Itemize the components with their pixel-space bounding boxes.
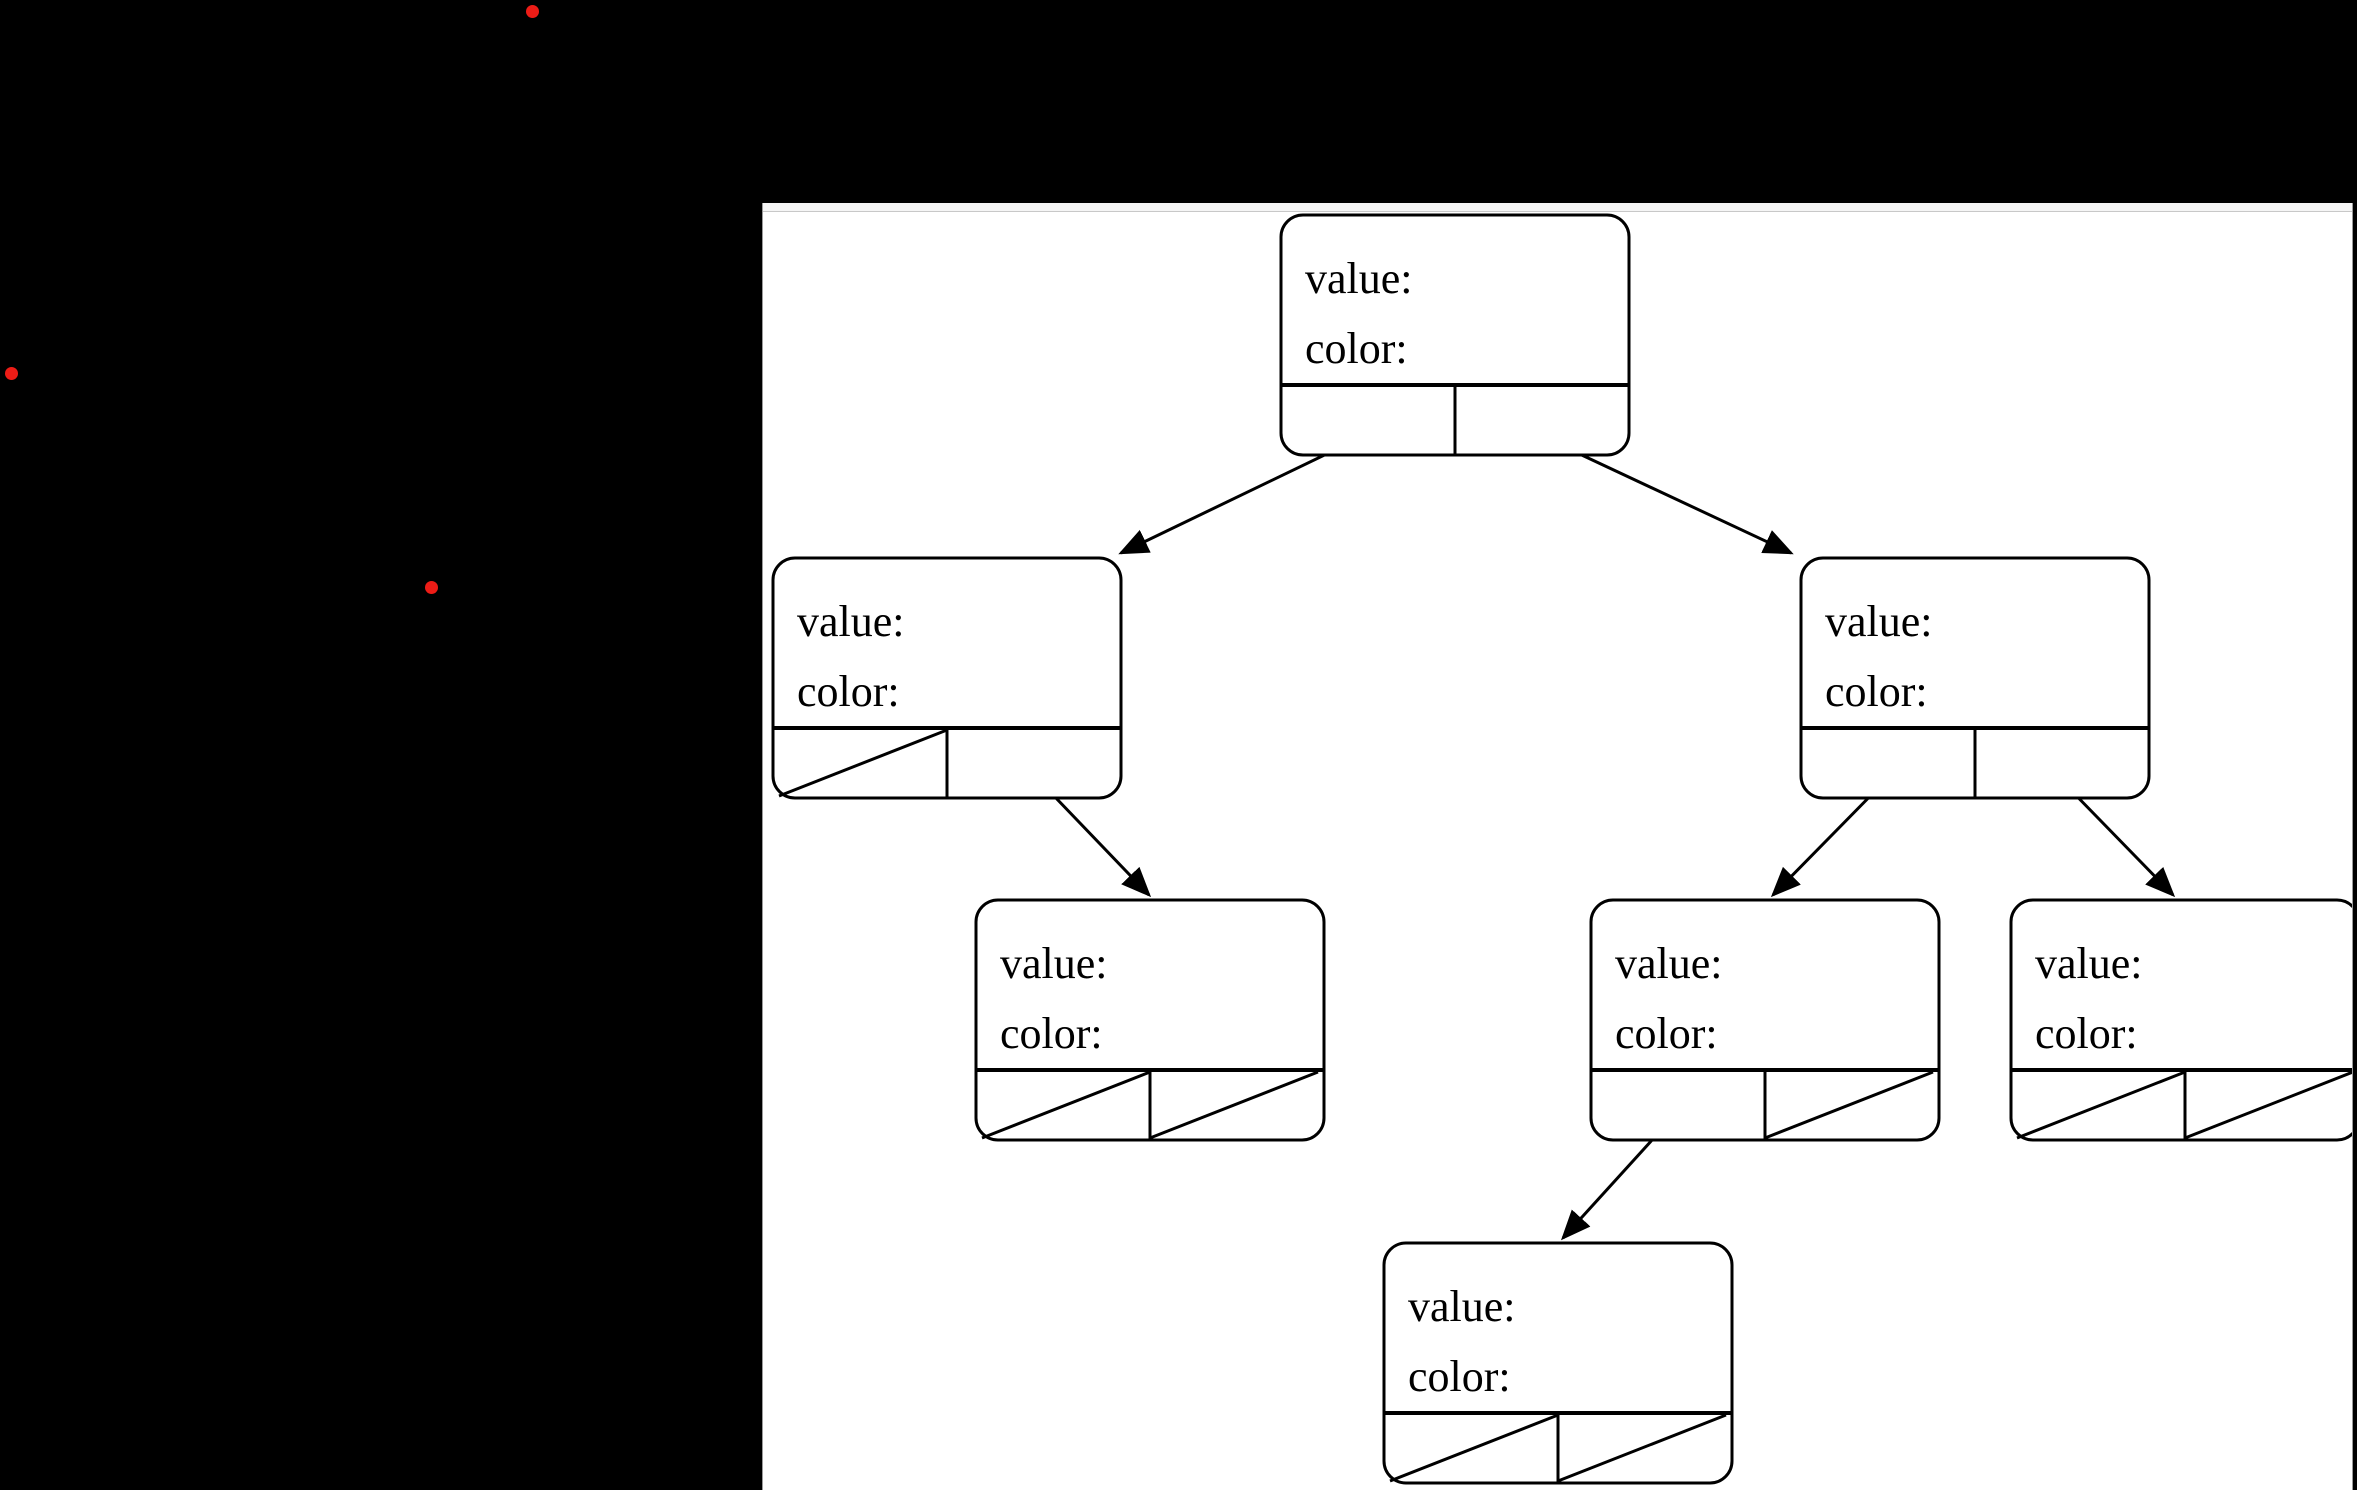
tree-diagram: value:color:value:color:value:color:valu… — [771, 213, 2353, 1485]
node-value-label: value: — [1615, 939, 1723, 988]
node-leaf-c[interactable]: value: color: — [2009, 898, 2353, 1142]
right-null-slash — [1149, 1070, 1319, 1140]
left-null-slash — [2016, 1070, 2186, 1140]
node-color-label: color: — [2035, 1009, 2138, 1058]
node-value-label: value: — [2035, 939, 2143, 988]
node-color-label: color: — [1000, 1009, 1103, 1058]
node-leaf-a[interactable]: value: color: — [974, 898, 1326, 1142]
node-color-label: color: — [1408, 1352, 1511, 1401]
node-value-label: value: — [1000, 939, 1108, 988]
node-color-label: color: — [1615, 1009, 1718, 1058]
node-value-label: value: — [1825, 597, 1933, 646]
node-leaf-b[interactable]: value: color: — [1589, 898, 1941, 1142]
right-null-slash — [2184, 1070, 2352, 1140]
node-value-label: value: — [1305, 254, 1413, 303]
left-null-slash — [1389, 1413, 1559, 1483]
left-null-slash — [778, 728, 948, 798]
panel-toolbar — [763, 203, 2352, 212]
node-color-label: color: — [1305, 324, 1408, 373]
marker-dot-top — [526, 5, 539, 18]
node-layer: value:color:value:color:value:color:valu… — [771, 213, 2353, 1485]
node-color-label: color: — [1825, 667, 1928, 716]
left-null-slash — [981, 1070, 1151, 1140]
node-root[interactable]: value: color: — [1279, 213, 1631, 457]
panel-scrollbar[interactable] — [2349, 213, 2352, 1490]
node-leaf-d[interactable]: value: color: — [1382, 1241, 1734, 1485]
document-panel[interactable]: value:color:value:color:value:color:valu… — [762, 203, 2353, 1490]
marker-dot-left — [5, 367, 18, 380]
node-right-child[interactable]: value: color: — [1799, 556, 2151, 800]
marker-dot-middle — [425, 581, 438, 594]
node-left-child[interactable]: value: color: — [771, 556, 1123, 800]
node-value-label: value: — [797, 597, 905, 646]
right-null-slash — [1557, 1413, 1727, 1483]
node-value-label: value: — [1408, 1282, 1516, 1331]
node-color-label: color: — [797, 667, 900, 716]
right-null-slash — [1764, 1070, 1934, 1140]
